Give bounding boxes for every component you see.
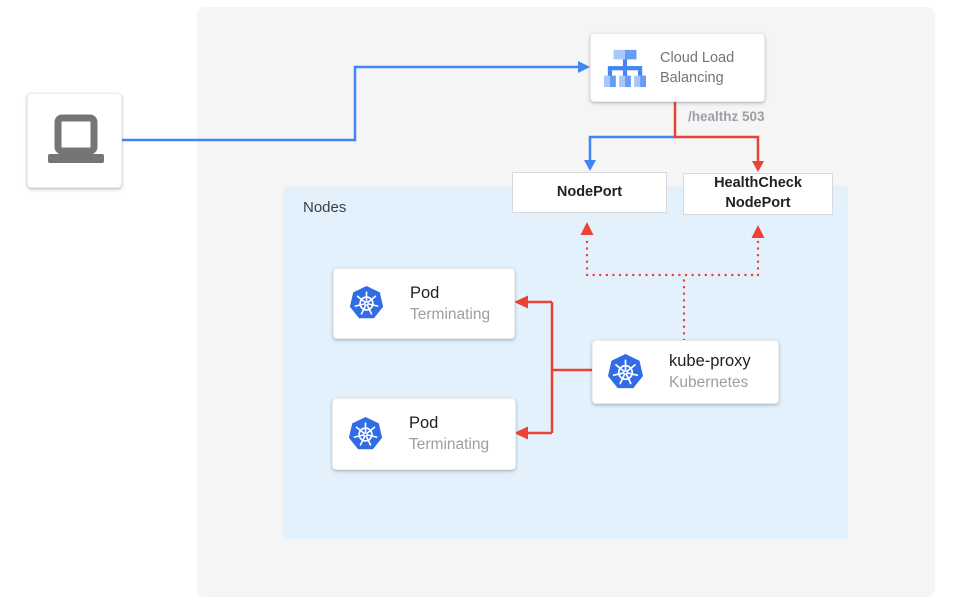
pod-status: Terminating xyxy=(410,305,491,323)
client-card xyxy=(27,93,122,188)
cloud-load-balancing-card: Cloud Load Balancing xyxy=(590,33,765,102)
pod-title: Pod xyxy=(409,414,439,432)
pod-terminating-card-1: Pod Terminating xyxy=(333,268,515,339)
healthcheck-nodeport-label-line1: HealthCheck xyxy=(714,175,802,192)
cloud-load-balancing-label: Cloud Load Balancing xyxy=(660,49,735,86)
pod-title: Pod xyxy=(410,283,440,302)
nodeport-label: NodePort xyxy=(556,183,623,200)
healthcheck-nodeport-label-line2: NodePort xyxy=(725,195,791,211)
kube-proxy-subtitle: Kubernetes xyxy=(669,374,749,391)
pod-status: Terminating xyxy=(409,436,490,453)
pod-terminating-card-2: Pod Terminating xyxy=(332,398,516,470)
healthcheck-nodeport-box: HealthCheck NodePort xyxy=(683,173,833,215)
healthz-503-label: /healthz 503 xyxy=(688,109,765,124)
cloud-load-balancing-icon xyxy=(602,47,648,89)
kube-proxy-card: kube-proxy Kubernetes xyxy=(592,340,779,404)
kubernetes-icon xyxy=(347,416,384,453)
nodes-panel-label: Nodes xyxy=(303,199,347,216)
kube-proxy-title: kube-proxy xyxy=(669,352,751,370)
kubernetes-icon xyxy=(606,353,645,392)
kubernetes-icon xyxy=(348,285,385,322)
laptop-icon xyxy=(47,114,104,163)
nodeport-box: NodePort xyxy=(512,172,667,213)
